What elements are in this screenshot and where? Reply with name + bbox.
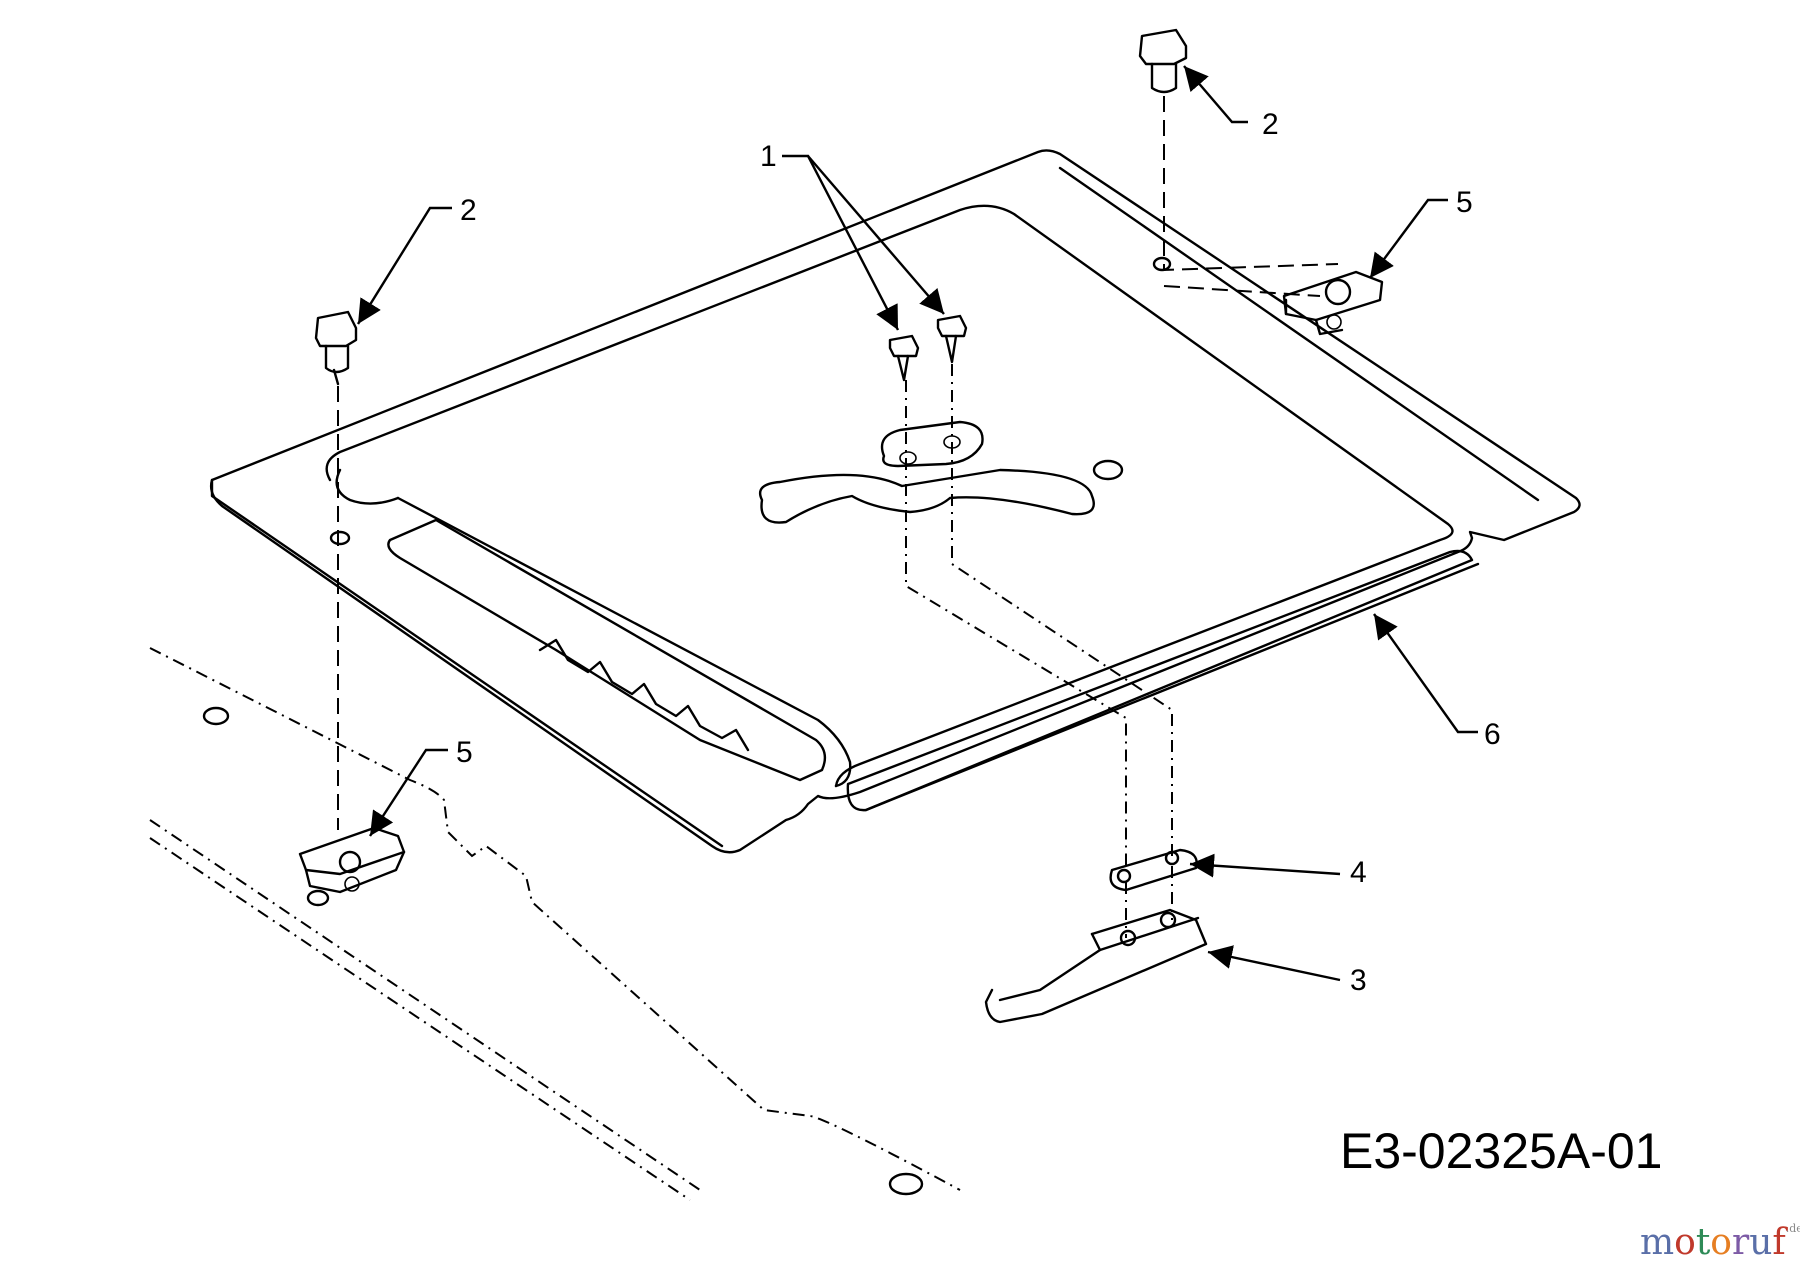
frame-outline xyxy=(149,647,961,1201)
watermark-letter: r xyxy=(1731,1222,1750,1263)
watermark-logo: motoruf.de xyxy=(1640,1222,1800,1263)
watermark-letter: t xyxy=(1695,1222,1711,1263)
backing-plate xyxy=(1109,848,1198,892)
watermark-letter: o xyxy=(1674,1222,1696,1263)
part-label-3: 3 xyxy=(1350,964,1367,997)
watermark-letter: u xyxy=(1749,1222,1773,1263)
bolt-center-a xyxy=(888,334,920,382)
part-label-2-right: 2 xyxy=(1262,108,1279,141)
bolt-right xyxy=(1138,28,1188,94)
seat-plate xyxy=(209,149,1581,854)
bracket xyxy=(984,908,1208,1024)
drawing-code: E3-02325A-01 xyxy=(1340,1123,1662,1179)
bolt-center-b xyxy=(936,314,968,364)
part-label-5-right: 5 xyxy=(1456,186,1473,219)
bolt-left xyxy=(314,310,358,386)
part-label-5-left: 5 xyxy=(456,736,473,769)
watermark-letter: m xyxy=(1640,1222,1675,1263)
watermark-letter: o xyxy=(1710,1222,1732,1263)
clip-nut-left xyxy=(298,826,406,894)
part-label-6: 6 xyxy=(1484,718,1501,751)
part-label-1: 1 xyxy=(760,140,777,173)
part-label-2-left: 2 xyxy=(460,194,477,227)
leader-lines xyxy=(356,65,1478,982)
clip-nut-right xyxy=(1282,270,1384,336)
watermark-suffix: .de xyxy=(1785,1222,1800,1235)
assembly-lines xyxy=(337,96,1339,938)
watermark-text: motoruf xyxy=(1640,1222,1786,1263)
part-label-4: 4 xyxy=(1350,856,1367,889)
watermark-letter: f xyxy=(1772,1222,1786,1263)
